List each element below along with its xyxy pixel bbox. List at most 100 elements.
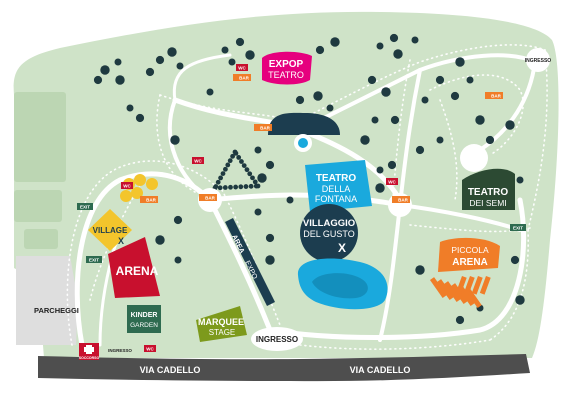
seating-row: [437, 279, 454, 301]
wc-sign[interactable]: WC: [121, 182, 133, 189]
tree: [286, 196, 294, 204]
triangle-dot: [225, 162, 231, 168]
triangle-dot: [215, 179, 221, 185]
svg-text:WC: WC: [194, 159, 202, 164]
kinder-line1: KINDER: [131, 312, 158, 319]
triangle-dot: [239, 159, 244, 164]
piccola-arena-seating: [430, 276, 491, 309]
tree: [389, 33, 399, 43]
seating-row: [479, 276, 491, 295]
parking-lot: [24, 229, 58, 249]
ingresso-top-label[interactable]: INGRESSO: [525, 58, 552, 64]
village-line1: VILLAGE: [93, 226, 128, 235]
marquee-stage[interactable]: MARQUEE STAGE: [196, 306, 247, 342]
exit-sign[interactable]: EXIT: [77, 203, 93, 210]
triangle-dot: [236, 155, 242, 160]
tree: [516, 176, 524, 184]
svg-text:EXIT: EXIT: [80, 205, 90, 210]
exit-sign[interactable]: EXIT: [510, 224, 526, 231]
kinder-line2: GARDEN: [130, 322, 158, 329]
triangle-dot: [220, 171, 226, 177]
seating-row: [430, 277, 447, 299]
tree: [387, 160, 397, 170]
bar-sign[interactable]: BAR: [140, 196, 158, 203]
bar-sign[interactable]: BAR: [254, 124, 272, 131]
wc-sign[interactable]: WC: [386, 178, 398, 185]
seating-row: [455, 276, 467, 295]
triangle-dot: [217, 185, 223, 191]
triangle-dot: [243, 184, 249, 189]
tree: [228, 58, 236, 66]
tree: [466, 76, 474, 84]
tree: [415, 265, 425, 275]
svg-text:BAR: BAR: [205, 196, 215, 201]
tree: [176, 62, 184, 70]
bar-sign[interactable]: BAR: [199, 194, 217, 201]
via-cadello-left: VIA CADELLO: [140, 365, 201, 375]
svg-text:WC: WC: [388, 180, 396, 185]
bar-sign[interactable]: BAR: [233, 74, 251, 81]
tree: [371, 116, 379, 124]
village[interactable]: VILLAGE X: [88, 209, 132, 251]
parcheggi-label: PARCHEGGI: [34, 306, 79, 315]
triangle-dot: [255, 183, 261, 189]
triangle-dot: [227, 158, 233, 164]
triangle-dot: [247, 171, 253, 177]
tree: [265, 255, 275, 265]
triangle-dot: [222, 185, 228, 190]
expop-teatro[interactable]: EXPOP TEATRO: [262, 51, 312, 85]
triangle-dot: [218, 175, 224, 181]
triangle-dot: [230, 153, 236, 159]
svg-text:BAR: BAR: [239, 76, 249, 81]
tree: [360, 135, 370, 145]
ingresso-left-label[interactable]: INGRESSO: [108, 348, 132, 353]
wc-sign[interactable]: WC: [236, 64, 248, 71]
teatro-della-fontana[interactable]: TEATRO DELLA FONTANA: [305, 160, 372, 212]
svg-text:EXIT: EXIT: [513, 226, 523, 231]
tree: [393, 49, 403, 59]
tree: [455, 315, 465, 325]
tree: [375, 183, 385, 193]
villaggio-line1: VILLAGGIO: [303, 218, 355, 229]
triangle-dot: [228, 184, 233, 190]
triangle-dot: [241, 163, 247, 169]
via-cadello-road: [38, 354, 530, 382]
tree: [206, 88, 214, 96]
arena[interactable]: ARENA: [108, 237, 160, 298]
tree: [245, 50, 255, 60]
teatro-dei-semi[interactable]: TEATRO DEI SEMI: [462, 168, 515, 210]
first-aid[interactable]: SOCCORSO: [79, 343, 100, 360]
tree: [221, 46, 229, 54]
roundabout: [460, 144, 488, 172]
tree: [330, 37, 340, 47]
arena-label: ARENA: [116, 264, 159, 278]
marquee-line1: MARQUEE: [198, 317, 244, 327]
tree: [313, 91, 323, 101]
tree: [450, 91, 460, 101]
villaggio-mark: X: [338, 241, 346, 255]
tree: [485, 135, 495, 145]
svg-text:EXIT: EXIT: [89, 258, 99, 263]
bar-sign[interactable]: BAR: [392, 196, 410, 203]
wc-sign[interactable]: WC: [192, 157, 204, 164]
bar-sign[interactable]: BAR: [485, 92, 503, 99]
tree: [100, 65, 110, 75]
expop-line2: TEATRO: [268, 70, 304, 80]
tree: [254, 146, 262, 154]
villaggio-del-gusto[interactable]: VILLAGGIO DEL GUSTO X: [300, 204, 358, 262]
tree: [510, 255, 520, 265]
triangle-dot: [248, 183, 254, 189]
piccola-arena[interactable]: PICCOLA ARENA: [430, 237, 500, 309]
seating-row: [458, 285, 475, 307]
via-cadello-right: VIA CADELLO: [350, 365, 411, 375]
ingresso-main[interactable]: INGRESSO: [251, 327, 303, 351]
tree: [376, 42, 384, 50]
tree: [326, 104, 334, 112]
kinder-garden[interactable]: KINDER GARDEN: [127, 305, 161, 333]
exit-sign[interactable]: EXIT: [86, 256, 102, 263]
tree: [411, 36, 419, 44]
villaggio-line2: DEL GUSTO: [303, 229, 355, 239]
wc-sign[interactable]: WC: [144, 345, 156, 352]
village-mark: X: [118, 236, 124, 246]
